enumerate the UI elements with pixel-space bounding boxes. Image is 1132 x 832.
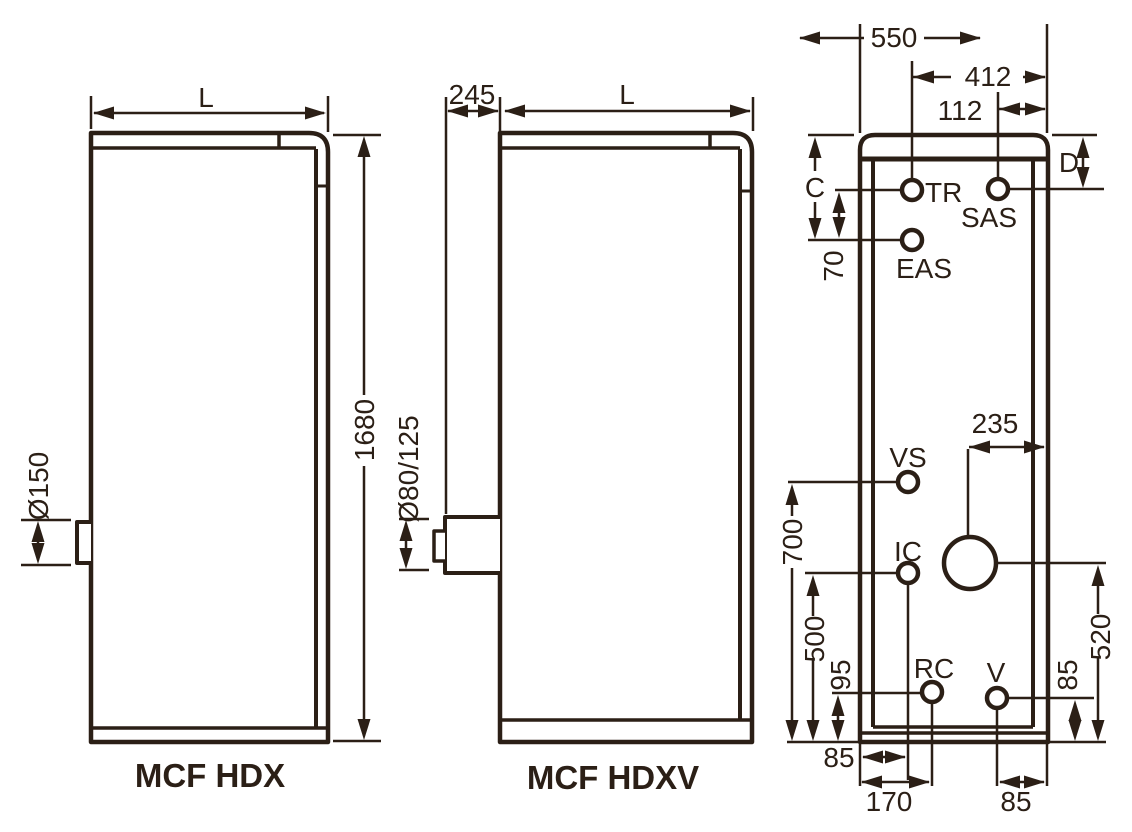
rear-dim-C: C: [805, 133, 854, 239]
rear-large-opening: [941, 534, 999, 592]
rear-dim-C-label: C: [805, 172, 825, 203]
rear-dim-700-label: 700: [777, 519, 808, 566]
rear-cabinet-outline: [857, 132, 1051, 745]
rear-dim-500: 500: [799, 571, 897, 741]
rear-port-VS-label: VS: [889, 442, 926, 473]
rear-dim-235-label: 235: [972, 408, 1019, 439]
hdxv-dim-L-label: L: [619, 79, 635, 110]
rear-port-SAS-label: SAS: [961, 202, 1017, 233]
rear-dim-85-side: 85: [1007, 659, 1094, 741]
rear-port-EAS-label: EAS: [896, 253, 952, 284]
view-mcf-hdx: L 1680 Ø150 MCF HDX: [21, 82, 381, 794]
hdx-dim-L: L: [89, 82, 330, 132]
rear-port-TR: [899, 177, 925, 203]
rear-dim-85-bottom-right-label: 85: [1000, 786, 1031, 817]
view-mcf-hdxv: 245 L Ø80/125 MCF HDXV: [393, 79, 755, 796]
hdx-dim-L-label: L: [198, 82, 214, 113]
hdxv-title: MCF HDXV: [527, 759, 699, 796]
rear-dim-112-label: 112: [938, 95, 983, 126]
hdx-dim-flue-label: Ø150: [23, 452, 54, 521]
rear-dim-85-bottom-left: 85: [823, 583, 910, 786]
view-rear-panel: 550 412 112 C 70: [777, 22, 1116, 817]
hdx-cabinet-outline: [88, 130, 331, 745]
hdxv-dim-245-label: 245: [449, 79, 496, 110]
hdx-dim-1680-label: 1680: [349, 399, 380, 461]
rear-port-SAS: [985, 176, 1011, 202]
rear-port-EAS: [899, 227, 925, 253]
rear-dim-70: 70: [808, 188, 901, 282]
hdxv-rear-flue-box: [443, 515, 500, 575]
rear-dim-85-bottom-right: 85: [995, 708, 1049, 817]
hdxv-cabinet-outline: [497, 130, 755, 745]
rear-dim-112: 112: [938, 92, 1046, 177]
rear-port-RC-label: RC: [914, 653, 954, 684]
hdxv-dim-L: L: [504, 79, 755, 131]
rear-dim-70-label: 70: [818, 250, 849, 281]
rear-port-VS: [895, 469, 921, 495]
rear-dim-500-label: 500: [799, 616, 830, 663]
hdxv-dim-flue-label: Ø80/125: [393, 415, 424, 522]
rear-dim-550: 550: [799, 22, 1049, 133]
hdx-dim-flue: Ø150: [21, 452, 71, 567]
rear-port-V: [984, 685, 1010, 711]
rear-port-TR-label: TR: [925, 177, 962, 208]
rear-dim-700: 700: [777, 480, 897, 744]
rear-dim-170: 170: [861, 702, 934, 817]
hdx-title: MCF HDX: [135, 757, 285, 794]
rear-dim-D: D: [1008, 133, 1104, 191]
rear-dim-520: 520: [1048, 565, 1116, 744]
rear-dim-95-label: 95: [825, 659, 856, 690]
rear-dim-520-label: 520: [1085, 614, 1116, 661]
rear-dim-85-bottom-left-label: 85: [823, 742, 854, 773]
hdxv-dim-245: 245: [444, 79, 502, 514]
rear-dim-85-side-label: 85: [1052, 659, 1083, 690]
rear-port-V-label: V: [987, 657, 1006, 688]
hdx-flue-stub: [75, 520, 91, 565]
hdxv-dim-flue: Ø80/125: [393, 415, 429, 572]
rear-port-RC: [919, 679, 945, 705]
rear-dim-412: 412: [910, 61, 1046, 178]
rear-dim-412-label: 412: [965, 61, 1012, 92]
rear-dim-95: 95: [825, 659, 921, 741]
rear-port-IC-label: IC: [894, 536, 922, 567]
hdx-dim-1680: 1680: [333, 133, 381, 743]
rear-port-IC: [895, 560, 921, 586]
hdxv-rear-flue-collar: [432, 529, 445, 563]
rear-dim-D-label: D: [1059, 147, 1079, 178]
rear-dim-550-label: 550: [871, 22, 918, 53]
rear-dim-170-label: 170: [866, 786, 913, 817]
